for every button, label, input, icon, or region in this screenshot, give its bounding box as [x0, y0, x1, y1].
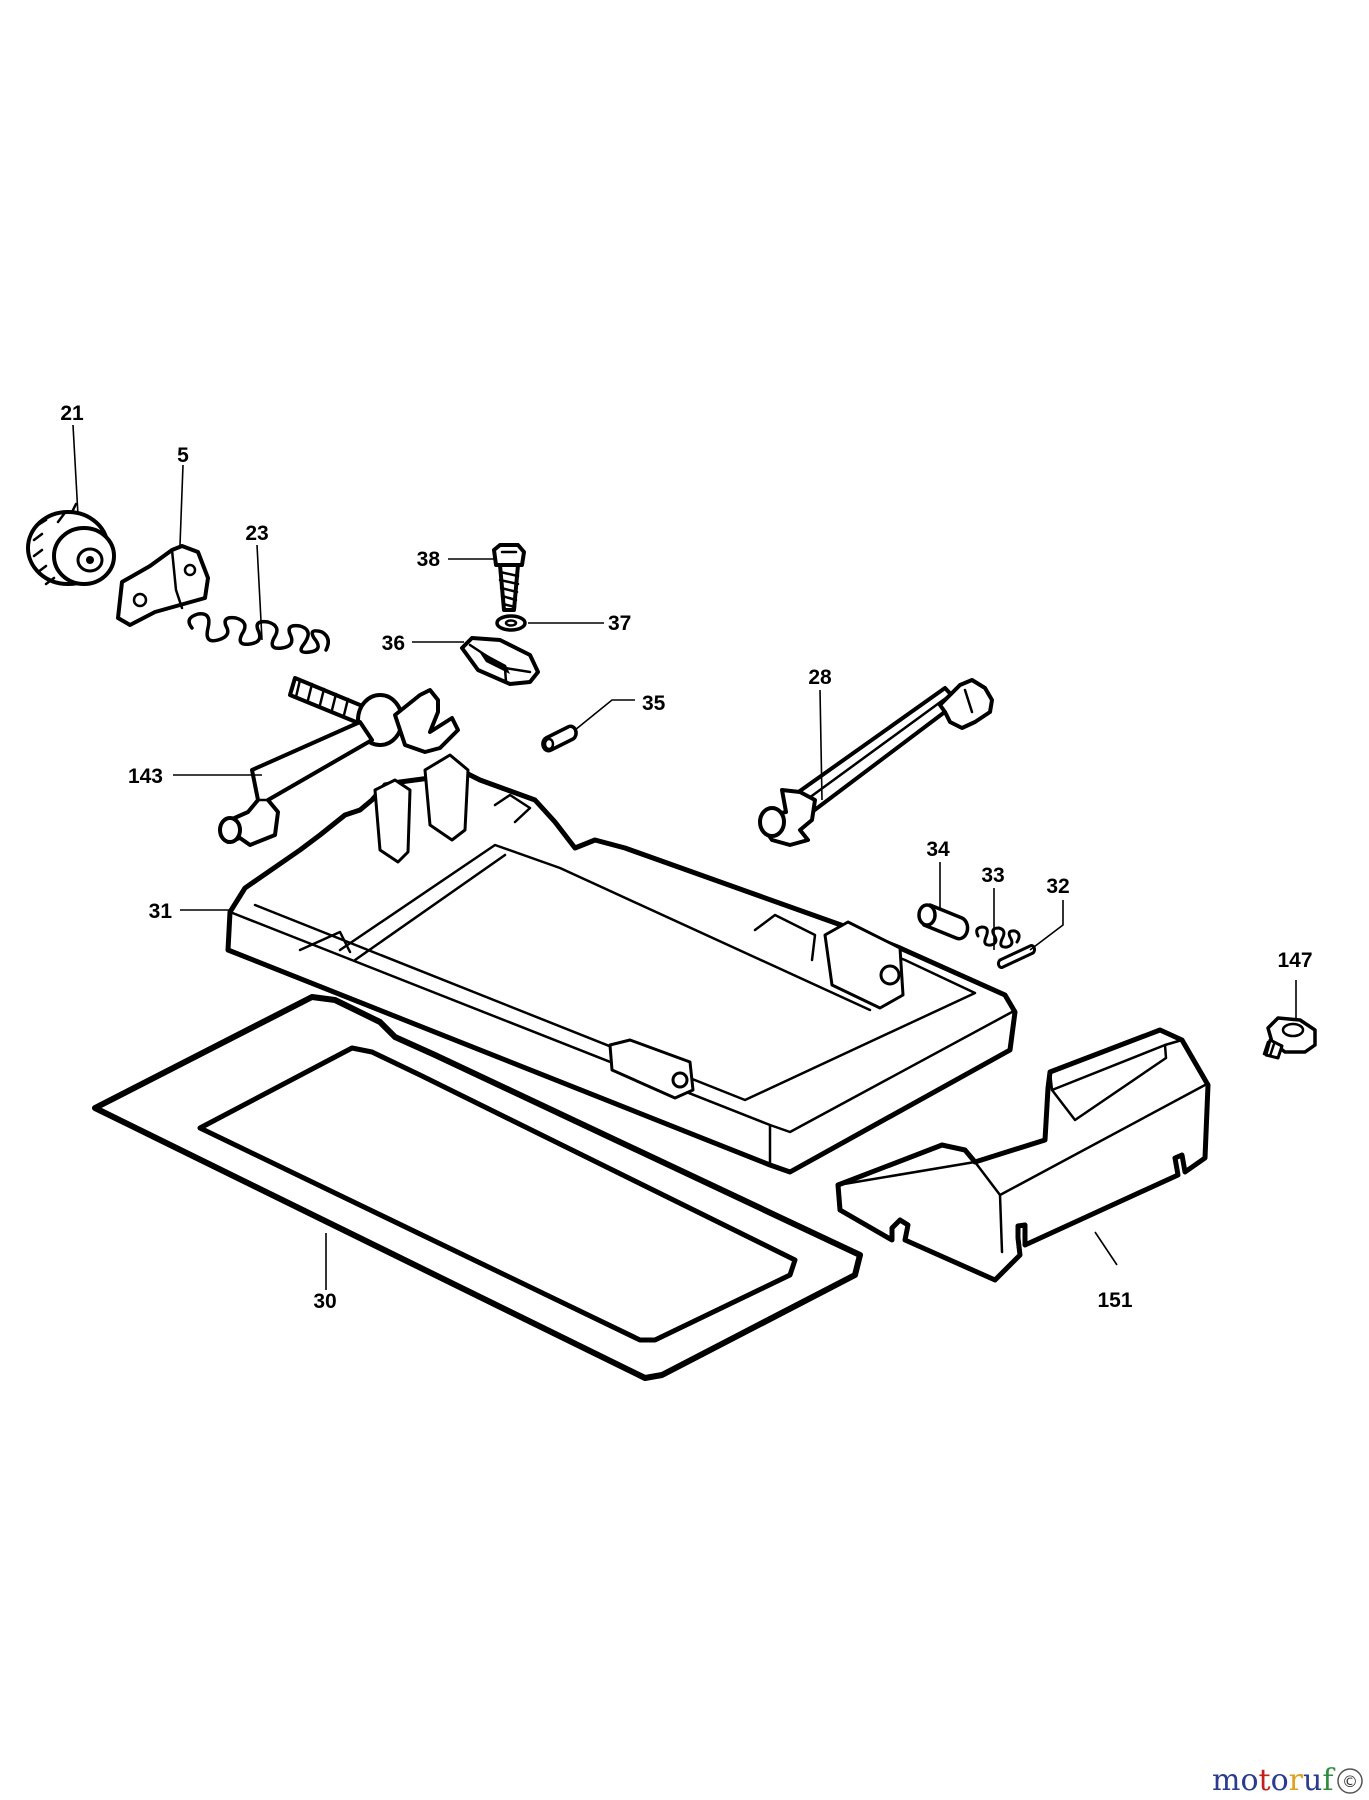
- copyright-badge: [1337, 1768, 1363, 1794]
- part-28-lever: [758, 678, 994, 847]
- label-21: 21: [60, 402, 84, 425]
- wm-letter-o: o: [1240, 1763, 1258, 1798]
- label-35: 35: [642, 692, 666, 715]
- part-35-pin: [541, 724, 578, 753]
- part-36-nut-plate: [460, 636, 540, 686]
- label-28: 28: [808, 666, 832, 689]
- part-5-bracket: [116, 544, 210, 627]
- part-23-spring: [187, 612, 330, 655]
- part-38-screw: [492, 543, 526, 612]
- label-23: 23: [245, 522, 268, 545]
- watermark-logo: motoruf ©: [1212, 1763, 1363, 1798]
- wm-letter-t: t: [1259, 1763, 1271, 1798]
- part-147-screw: [1262, 1016, 1317, 1060]
- part-34-sleeve: [917, 903, 970, 941]
- label-38: 38: [417, 548, 441, 571]
- wm-letter-u: u: [1303, 1763, 1322, 1798]
- label-30: 30: [313, 1290, 336, 1313]
- label-36: 36: [382, 632, 405, 655]
- wm-letter-m: m: [1212, 1763, 1240, 1798]
- wm-letter-r: r: [1289, 1763, 1304, 1798]
- part-32-small-pin: [997, 944, 1036, 969]
- label-147: 147: [1277, 949, 1312, 972]
- wm-letter-f: f: [1322, 1763, 1335, 1798]
- label-5: 5: [177, 444, 189, 467]
- part-21-knob: [26, 502, 116, 586]
- label-34: 34: [926, 838, 950, 861]
- part-151-cover: [835, 1027, 1211, 1283]
- part-37-washer: [495, 614, 527, 632]
- copyright-icon: ©: [1342, 1772, 1358, 1791]
- part-31-base-tray: [225, 753, 1018, 1175]
- part-30-gasket: [92, 994, 863, 1381]
- wm-letter-o2: o: [1271, 1763, 1289, 1798]
- label-143: 143: [128, 765, 163, 788]
- leader-lines: [72, 424, 1297, 1290]
- part-143-crank-shaft: [218, 676, 460, 847]
- label-151: 151: [1097, 1289, 1132, 1312]
- label-37: 37: [608, 612, 631, 635]
- label-31: 31: [149, 900, 173, 923]
- part-33-small-spring: [975, 925, 1021, 949]
- part-labels: 21 5 23 38 37 36 35 28 143 34 33 32 31 1…: [60, 402, 1312, 1313]
- svg-text:motoruf: motoruf: [1212, 1763, 1335, 1798]
- label-33: 33: [981, 864, 1004, 887]
- label-32: 32: [1046, 875, 1069, 898]
